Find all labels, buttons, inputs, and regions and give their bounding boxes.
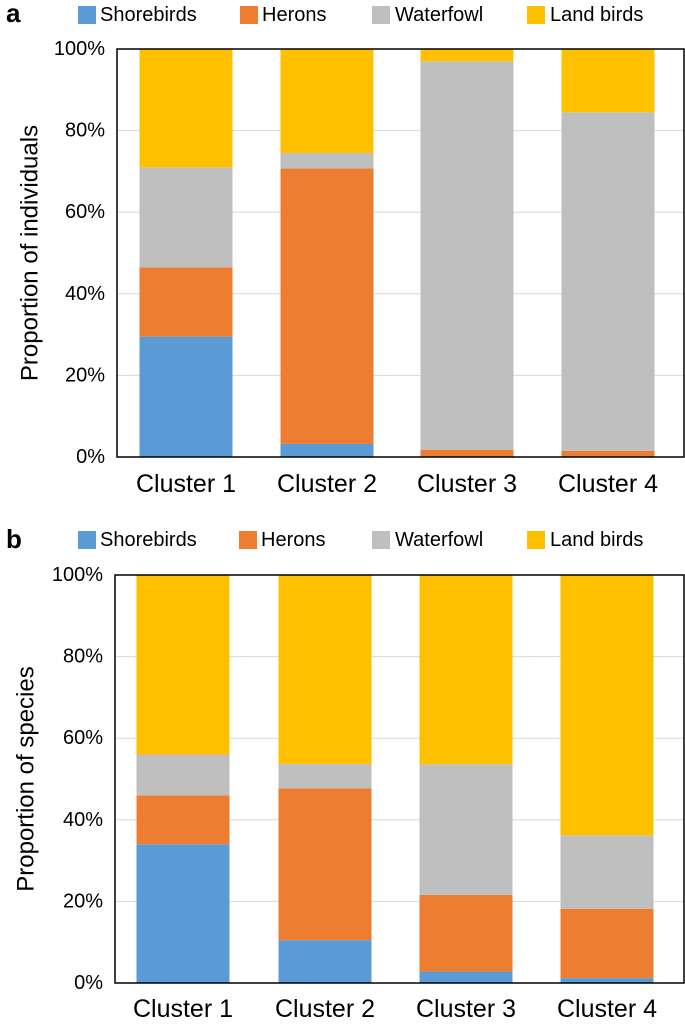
y-tick-label: 80% — [63, 646, 103, 668]
legend-swatch — [527, 6, 545, 24]
legend-label: Shorebirds — [100, 4, 197, 26]
x-tick-label: Cluster 2 — [275, 995, 375, 1023]
y-tick-label: 0% — [74, 972, 103, 994]
y-axis-label: Proportion of species — [13, 666, 40, 891]
legend-label: Herons — [261, 529, 325, 551]
y-tick-label: 40% — [63, 809, 103, 831]
y-tick-label: 20% — [65, 364, 105, 386]
legend-swatch — [240, 6, 258, 24]
legend-label: Land birds — [550, 4, 643, 26]
bar-segment-waterfowl — [419, 764, 513, 895]
legend-label: Shorebirds — [100, 529, 197, 551]
plot-frame — [114, 574, 685, 984]
legend: Shorebirds Herons Waterfowl Land birds — [78, 529, 643, 551]
bar-segment-shorebirds — [278, 940, 372, 983]
legend: Shorebirds Herons Waterfowl Land birds — [78, 4, 643, 26]
bar-segment-herons — [560, 908, 654, 979]
y-tick-label: 60% — [63, 727, 103, 749]
bar-segment-waterfowl — [420, 61, 514, 450]
bar-segment-waterfowl — [278, 763, 372, 789]
bar-segment-shorebirds — [136, 844, 230, 983]
bar-segment-land-birds — [139, 49, 233, 168]
bar-segment-land-birds — [561, 49, 655, 113]
bar-segment-waterfowl — [136, 754, 230, 796]
bar-segment-herons — [136, 795, 230, 845]
y-tick-label: 80% — [65, 120, 105, 142]
bar-segment-herons — [420, 449, 514, 457]
x-tick-label: Cluster 2 — [277, 470, 377, 498]
bar-segment-waterfowl — [280, 153, 374, 169]
legend-swatch — [78, 531, 96, 549]
y-axis-label: Proportion of individuals — [17, 125, 44, 381]
bar-segment-shorebirds — [419, 971, 513, 983]
legend-swatch — [527, 531, 545, 549]
x-tick-label: Cluster 1 — [133, 995, 233, 1023]
legend-label: Waterfowl — [395, 4, 483, 26]
legend-swatch — [372, 6, 390, 24]
bar-segment-herons — [280, 168, 374, 444]
bar-segment-waterfowl — [560, 835, 654, 909]
legend-swatch — [239, 531, 257, 549]
legend-label: Land birds — [550, 529, 643, 551]
x-tick-label: Cluster 4 — [558, 470, 658, 498]
x-tick-label: Cluster 4 — [557, 995, 657, 1023]
x-tick-label: Cluster 1 — [136, 470, 236, 498]
bar-segment-herons — [419, 894, 513, 972]
y-tick-label: 60% — [65, 201, 105, 223]
panel-b: b Shorebirds Herons Waterfowl Land birds Pr… — [6, 524, 685, 1023]
bar-segment-waterfowl — [561, 112, 655, 451]
bar-segment-land-birds — [420, 49, 514, 62]
y-tick-label: 0% — [76, 446, 105, 468]
bar-segment-shorebirds — [280, 443, 374, 457]
plot-area: 0% 20% 40% 60% 80% 100% Cluster 1 Cluster 2 Clus… — [54, 38, 685, 498]
x-tick-label: Cluster 3 — [416, 995, 516, 1023]
panel-a: a Shorebirds Herons Waterfowl Land birds Pr… — [6, 0, 685, 498]
bar-segment-shorebirds — [560, 978, 654, 983]
bar-segment-shorebirds — [139, 336, 233, 457]
y-tick-label: 100% — [54, 38, 105, 60]
bar-segment-herons — [561, 450, 655, 457]
bar-segment-herons — [278, 788, 372, 941]
legend-label: Waterfowl — [395, 529, 483, 551]
bar-segment-land-birds — [278, 575, 372, 764]
y-tick-label: 100% — [52, 564, 103, 586]
x-tick-label: Cluster 3 — [417, 470, 517, 498]
panel-label: b — [6, 524, 22, 554]
bar-segment-land-birds — [560, 575, 654, 836]
bar-segment-waterfowl — [139, 167, 233, 268]
y-tick-label: 40% — [65, 283, 105, 305]
legend-swatch — [372, 531, 390, 549]
bar-segment-land-birds — [419, 575, 513, 765]
bar-segment-land-birds — [280, 49, 374, 154]
bar-segment-herons — [139, 267, 233, 337]
legend-label: Herons — [262, 4, 326, 26]
plot-area: 0% 20% 40% 60% 80% 100% Cluster 1 Cluster 2 Clus… — [52, 564, 685, 1023]
y-tick-label: 20% — [63, 890, 103, 912]
plot-frame — [116, 48, 685, 458]
panel-label: a — [6, 0, 21, 28]
legend-swatch — [78, 6, 96, 24]
bar-segment-land-birds — [136, 575, 230, 755]
